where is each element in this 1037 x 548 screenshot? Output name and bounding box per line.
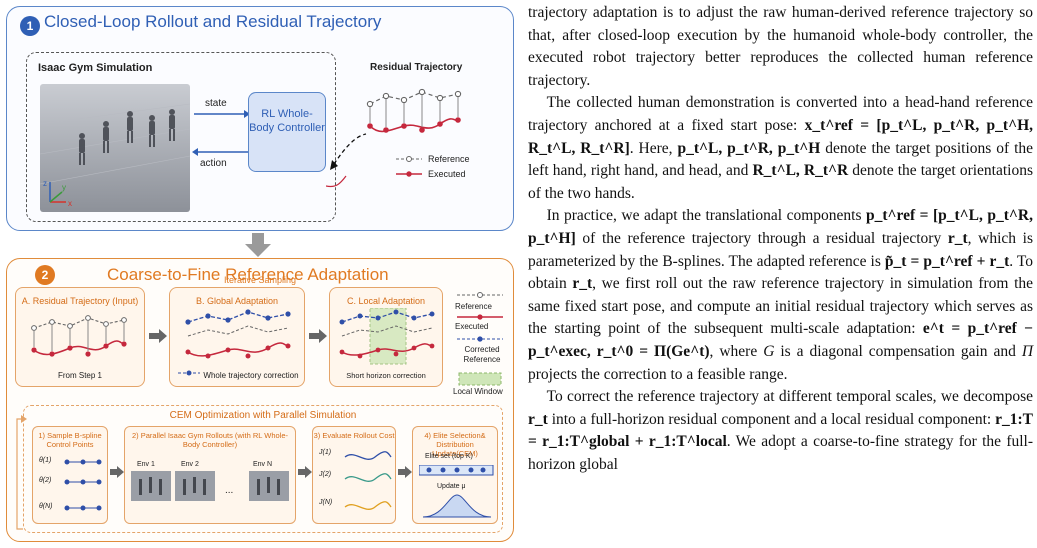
sub-a-title: A. Residual Trajectory (Input) [16,296,144,306]
subpanel-residual-input: A. Residual Trajectory (Input) From Step… [15,287,145,387]
theta1-label: θ(1) [39,457,51,464]
iteration-loop-arrow [13,409,27,533]
rl-controller-box: RL Whole-Body Controller [248,92,326,172]
p2-legend-reference: Reference [455,302,492,311]
paragraph-1: trajectory adaptation is to adjust the r… [528,2,1033,92]
paragraph-2: The collected human demonstration is con… [528,92,1033,205]
arrow-right-icon [309,329,327,343]
env2-label: Env 2 [181,461,199,468]
arrow-right-icon [298,466,312,478]
controller-label: RL Whole-Body Controller [249,108,325,134]
jn-label: J(N) [319,499,332,506]
sub-b-title: B. Global Adaptation [170,296,304,306]
step3-title: 3) Evaluate Rollout Cost [313,431,395,440]
sub-b-note: Whole trajectory correction [184,371,318,380]
elite-set-icon [419,465,495,477]
sub-b-plot [180,308,296,366]
cem-step-sample: 1) Sample B-spline Control Points θ(1) θ… [32,426,108,524]
cem-step-elite: 4) Elite Selection& Distribution Update(… [412,426,498,524]
env1-label: Env 1 [137,461,155,468]
panel1-title: Closed-Loop Rollout and Residual Traject… [44,12,381,32]
arrow-right-icon [398,466,412,478]
residual-trajectory-plot [326,76,512,206]
arrow-right-icon [110,466,124,478]
sub-c-plot [336,308,440,366]
subpanel-global-adaptation: B. Global Adaptation Whole trajectory co… [169,287,305,387]
state-action-arrows [192,108,250,158]
step1-title: 1) Sample B-spline Control Points [33,431,107,449]
down-arrow-icon [245,233,271,257]
env-renders [131,471,291,505]
p2-legend-window: Local Window [453,387,503,396]
envn-label: Env N [253,461,272,468]
cem-step-rollouts: 2) Parallel Isaac Gym Rollouts (with RL … [124,426,296,524]
thetan-label: θ(N) [39,503,53,510]
cost-curves [343,449,393,515]
action-label: action [200,158,227,169]
cem-step-evaluate: 3) Evaluate Rollout Cost J(1) J(2) J(N) [312,426,396,524]
isaac-gym-render: z y x [40,84,190,212]
cem-title: CEM Optimization with Parallel Simulatio… [24,410,502,421]
j2-label: J(2) [319,471,331,478]
elite-label: Elite set (top K) [425,453,473,460]
text-column: trajectory adaptation is to adjust the r… [528,2,1033,546]
control-points-icon [63,457,103,517]
legend-reference: Reference [428,154,470,164]
p2-legend-executed: Executed [455,322,488,331]
method-figure: 1 Closed-Loop Rollout and Residual Traje… [0,0,522,548]
panel1-badge: 1 [20,16,40,36]
residual-title: Residual Trajectory [370,62,462,73]
sub-c-note: Short horizon correction [330,371,442,380]
sub-a-plot [26,310,136,364]
distribution-curve [423,493,491,519]
arrow-right-icon [149,329,167,343]
axis-x-label: x [68,199,72,208]
theta2-label: θ(2) [39,477,51,484]
sub-a-note: From Step 1 [16,371,144,380]
p2-legend-corrected: Corrected Reference [455,345,509,365]
paragraph-3: In practice, we adapt the translational … [528,205,1033,386]
simulation-title: Isaac Gym Simulation [38,62,152,74]
step2-title: 2) Parallel Isaac Gym Rollouts (with RL … [125,431,295,449]
axis-z-label: z [43,179,47,188]
panel-coarse-to-fine: 2 Coarse-to-Fine Reference Adaptation A.… [6,258,514,542]
subpanel-local-adaptation: C. Local Adaptation Short horizon correc… [329,287,443,387]
update-label: Update μ [437,483,466,490]
cem-optimization-box: CEM Optimization with Parallel Simulatio… [23,405,503,533]
sub-c-title: C. Local Adaptation [330,296,442,306]
paragraph-4: To correct the reference trajectory at d… [528,386,1033,476]
j1-label: J(1) [319,449,331,456]
legend-executed: Executed [428,169,466,179]
iterative-sampling-label: Iterative Sampling [6,275,514,285]
axis-y-label: y [62,183,66,192]
